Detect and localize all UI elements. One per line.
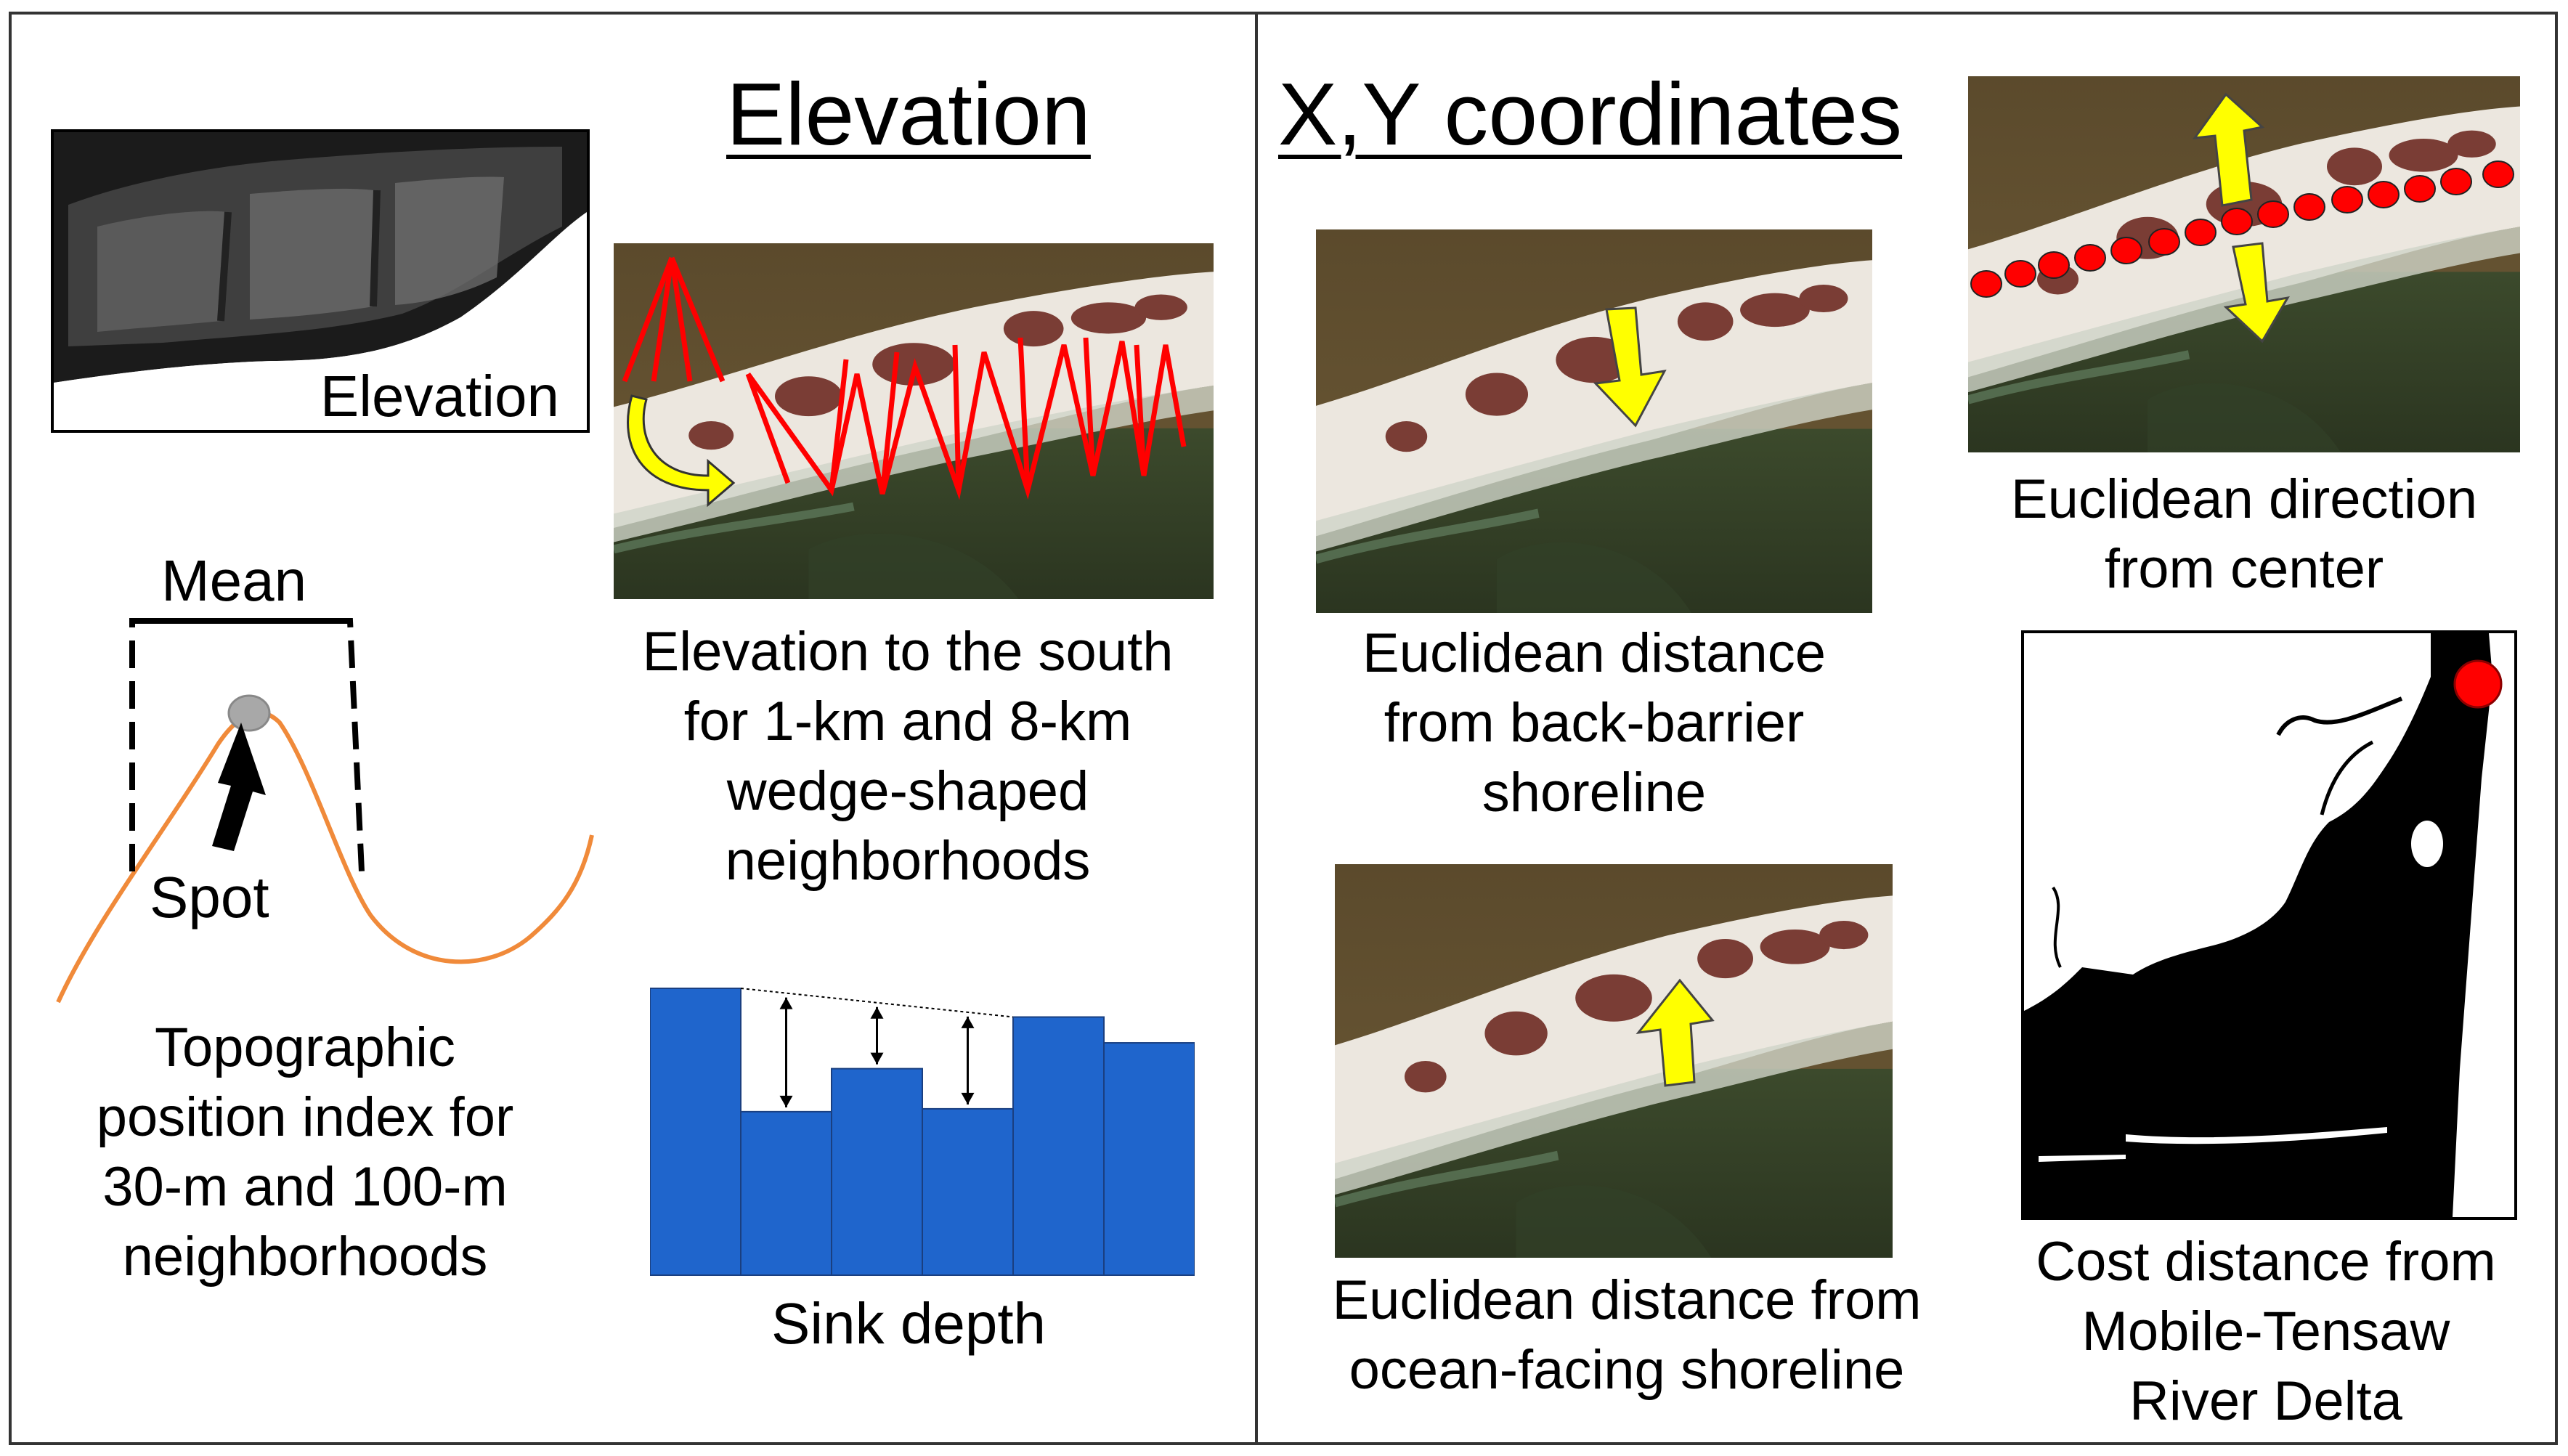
wedge-caption-line: neighborhoods — [725, 830, 1091, 892]
back-barrier-aerial-image — [1316, 229, 1872, 613]
cost-distance-map — [2021, 630, 2517, 1220]
ocean-facing-caption: Euclidean distance from ocean-facing sho… — [1264, 1266, 1990, 1405]
xy-title: X,Y coordinates — [1278, 65, 1903, 163]
wedge-caption-line: for 1-km and 8-km — [683, 691, 1132, 752]
sink-depth-diagram — [650, 988, 1195, 1277]
figure-frame — [9, 12, 2558, 1445]
tpi-caption-line: Topographic — [154, 1017, 456, 1078]
back-barrier-caption-line: Euclidean distance — [1362, 622, 1826, 684]
spot-label: Spot — [150, 865, 269, 930]
mean-bracket — [129, 618, 365, 872]
fill-level-line — [740, 988, 1014, 1018]
elevation-raster — [54, 132, 587, 430]
tpi-caption-line: 30-m and 100-m — [102, 1156, 508, 1218]
panel-divider — [1255, 12, 1258, 1445]
elevation-inset-label: Elevation — [320, 364, 559, 428]
tpi-caption-line: neighborhoods — [122, 1226, 488, 1288]
tpi-diagram — [56, 618, 594, 1004]
direction-aerial-image — [1968, 76, 2520, 452]
back-barrier-caption-line: shoreline — [1482, 762, 1707, 823]
wedge-1km-lines — [622, 256, 726, 383]
direction-caption-line: from center — [2104, 538, 2384, 600]
delta-location-marker — [2453, 659, 2503, 709]
center-line-dots — [1970, 160, 2514, 298]
spot-arrow — [212, 723, 266, 851]
wedge-caption-line: Elevation to the south — [642, 621, 1174, 683]
cost-caption-line: Mobile-Tensaw — [2081, 1301, 2450, 1362]
elevation-title: Elevation — [726, 65, 1091, 163]
delta-map-raster — [2024, 633, 2503, 1217]
ocean-facing-caption-line: Euclidean distance from — [1332, 1269, 1922, 1331]
sink-bar — [1012, 1016, 1105, 1276]
wedge-aerial-image — [614, 243, 1214, 599]
spot-point — [227, 694, 271, 732]
wedge-caption: Elevation to the south for 1-km and 8-km… — [581, 617, 1235, 896]
depth-arrow — [779, 997, 793, 1107]
cost-caption-line: Cost distance from — [2036, 1231, 2496, 1293]
terrain-profile-curve — [56, 710, 594, 1004]
tpi-caption: Topographic position index for 30-m and … — [22, 1013, 588, 1292]
mean-label: Mean — [161, 548, 307, 613]
up-arrow-icon — [1636, 978, 1715, 1087]
sink-bar — [831, 1067, 923, 1276]
sink-bar — [650, 988, 741, 1276]
sink-bar — [922, 1107, 1014, 1276]
ocean-facing-caption-line: ocean-facing shoreline — [1349, 1339, 1905, 1401]
down-arrow-icon — [1593, 306, 1667, 428]
wedge-8km-zigzag — [745, 337, 1147, 495]
tpi-caption-line: position index for — [96, 1086, 514, 1148]
back-barrier-caption: Euclidean distance from back-barrier sho… — [1285, 619, 1903, 828]
sink-caption: Sink depth — [771, 1291, 1047, 1356]
direction-caption-line: Euclidean direction — [2010, 468, 2478, 530]
sink-bar — [740, 1110, 832, 1276]
depth-arrow — [961, 1016, 975, 1105]
direction-caption: Euclidean direction from center — [1946, 465, 2542, 604]
back-barrier-caption-line: from back-barrier — [1383, 692, 1805, 754]
rotation-arrow-icon — [627, 394, 736, 508]
cost-caption-line: River Delta — [2129, 1370, 2402, 1432]
wedge-caption-line: wedge-shaped — [726, 760, 1089, 822]
depth-arrow — [870, 1006, 884, 1065]
ocean-facing-aerial-image — [1335, 864, 1893, 1258]
cost-caption: Cost distance from Mobile-Tensaw River D… — [1975, 1227, 2556, 1436]
up-arrow-icon — [2192, 92, 2265, 207]
elevation-inset: Elevation — [51, 129, 590, 433]
down-arrow-icon — [2223, 242, 2290, 343]
sink-bar — [1103, 1042, 1195, 1277]
